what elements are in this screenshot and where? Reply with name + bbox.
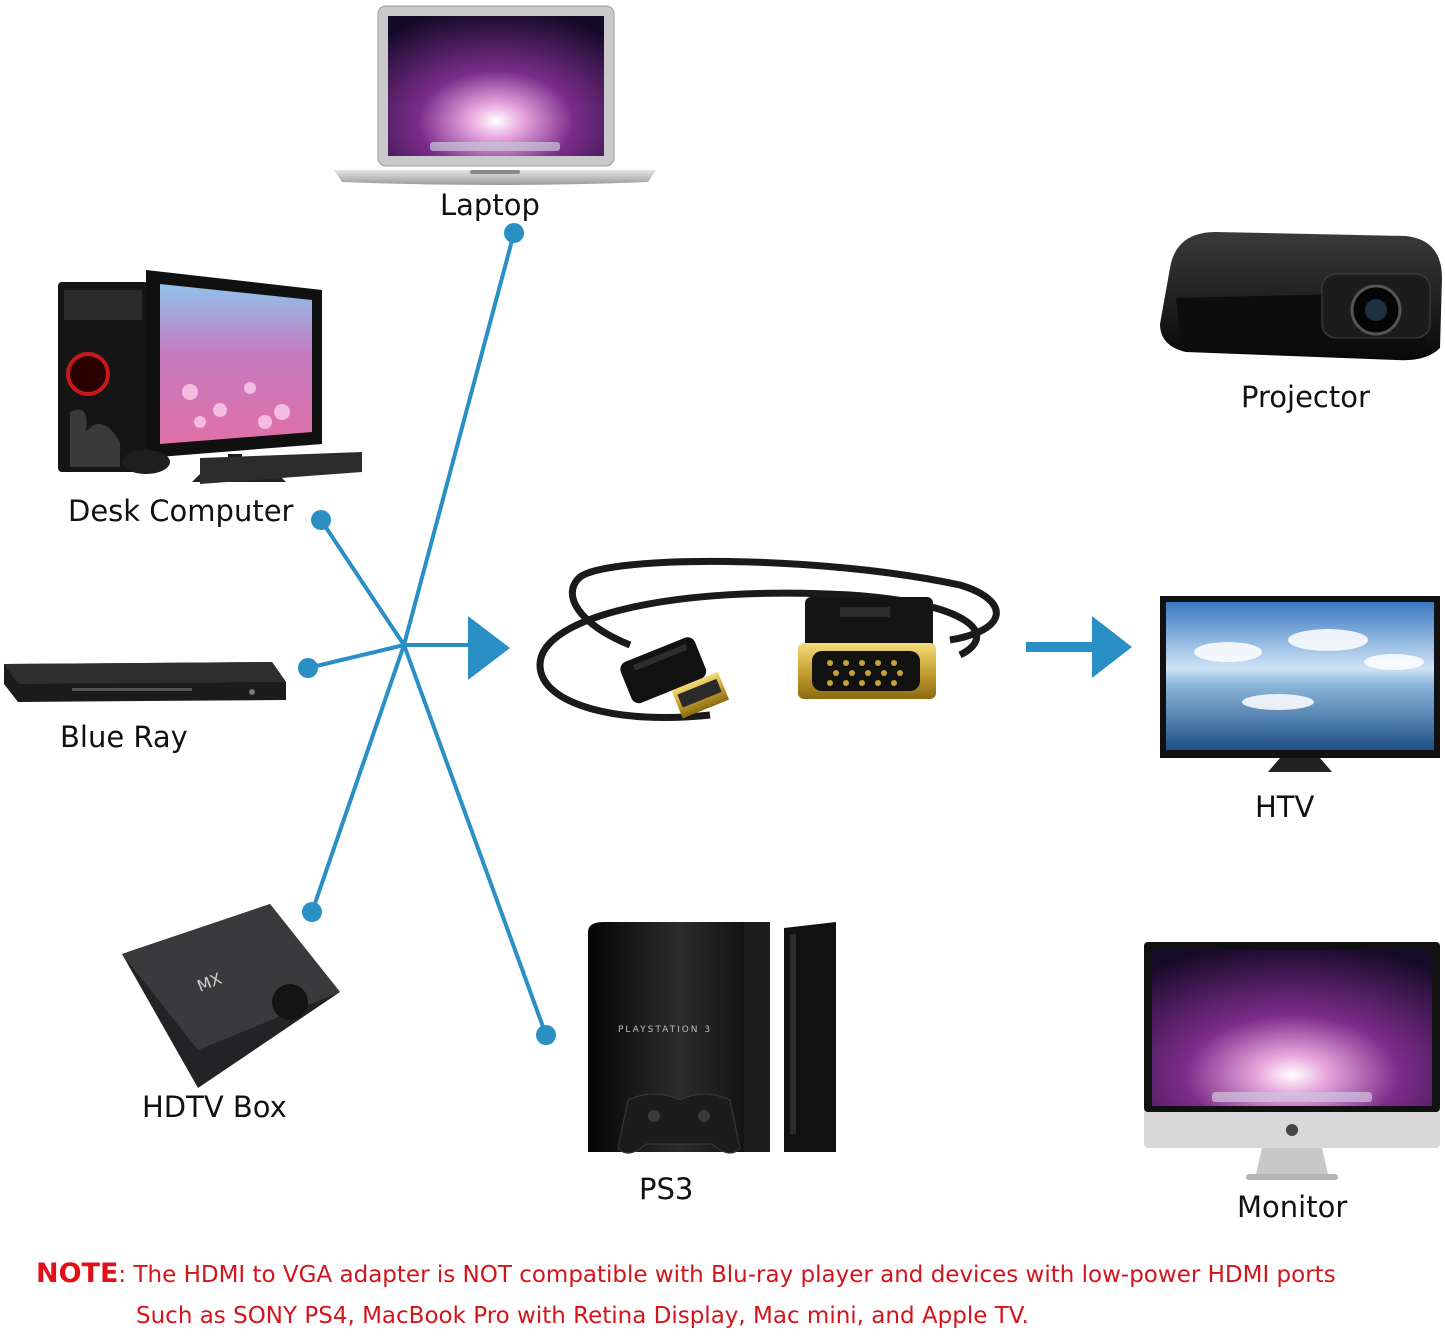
line-desk-computer xyxy=(319,518,406,647)
desk-computer-label: Desk Computer xyxy=(68,494,294,528)
hdtv-box-label: HDTV Box xyxy=(142,1090,287,1124)
ps3-label: PS3 xyxy=(639,1172,694,1206)
laptop-icon xyxy=(330,4,660,186)
game-console-icon: PLAYSTATION 3 xyxy=(584,920,860,1182)
arrow-out-shaft xyxy=(1026,642,1096,652)
line-laptop xyxy=(402,231,516,647)
dot-hdtv-box xyxy=(302,902,322,922)
arrow-in-icon xyxy=(468,616,510,680)
hdmi-to-vga-cable-icon xyxy=(520,555,1018,775)
htv-label: HTV xyxy=(1255,790,1315,824)
dot-desk-computer xyxy=(311,510,331,530)
tv-box-icon: MX xyxy=(118,900,344,1092)
television-icon xyxy=(1158,592,1442,778)
monitor-icon xyxy=(1142,940,1442,1184)
compatibility-note-line2: Such as SONY PS4, MacBook Pro with Retin… xyxy=(136,1303,1029,1329)
monitor-label: Monitor xyxy=(1237,1190,1348,1224)
line-blue-ray xyxy=(306,643,406,670)
compatibility-note-line1: NOTE: The HDMI to VGA adapter is NOT com… xyxy=(36,1258,1336,1289)
note-keyword: NOTE xyxy=(36,1258,119,1289)
projector-icon xyxy=(1156,228,1445,366)
arrow-out-icon xyxy=(1092,616,1132,678)
line-hdtv-box xyxy=(310,643,406,914)
laptop-label: Laptop xyxy=(440,188,540,222)
dot-laptop xyxy=(504,223,524,243)
desktop-computer-icon xyxy=(50,262,366,490)
svg-text:PLAYSTATION 3: PLAYSTATION 3 xyxy=(618,1025,712,1035)
dot-blue-ray xyxy=(298,658,318,678)
blu-ray-player-icon xyxy=(2,658,290,708)
blue-ray-label: Blue Ray xyxy=(60,720,188,754)
line-ps3 xyxy=(402,643,548,1037)
dot-ps3 xyxy=(536,1025,556,1045)
note-text-line1: : The HDMI to VGA adapter is NOT compati… xyxy=(118,1262,1336,1288)
projector-label: Projector xyxy=(1241,380,1370,414)
